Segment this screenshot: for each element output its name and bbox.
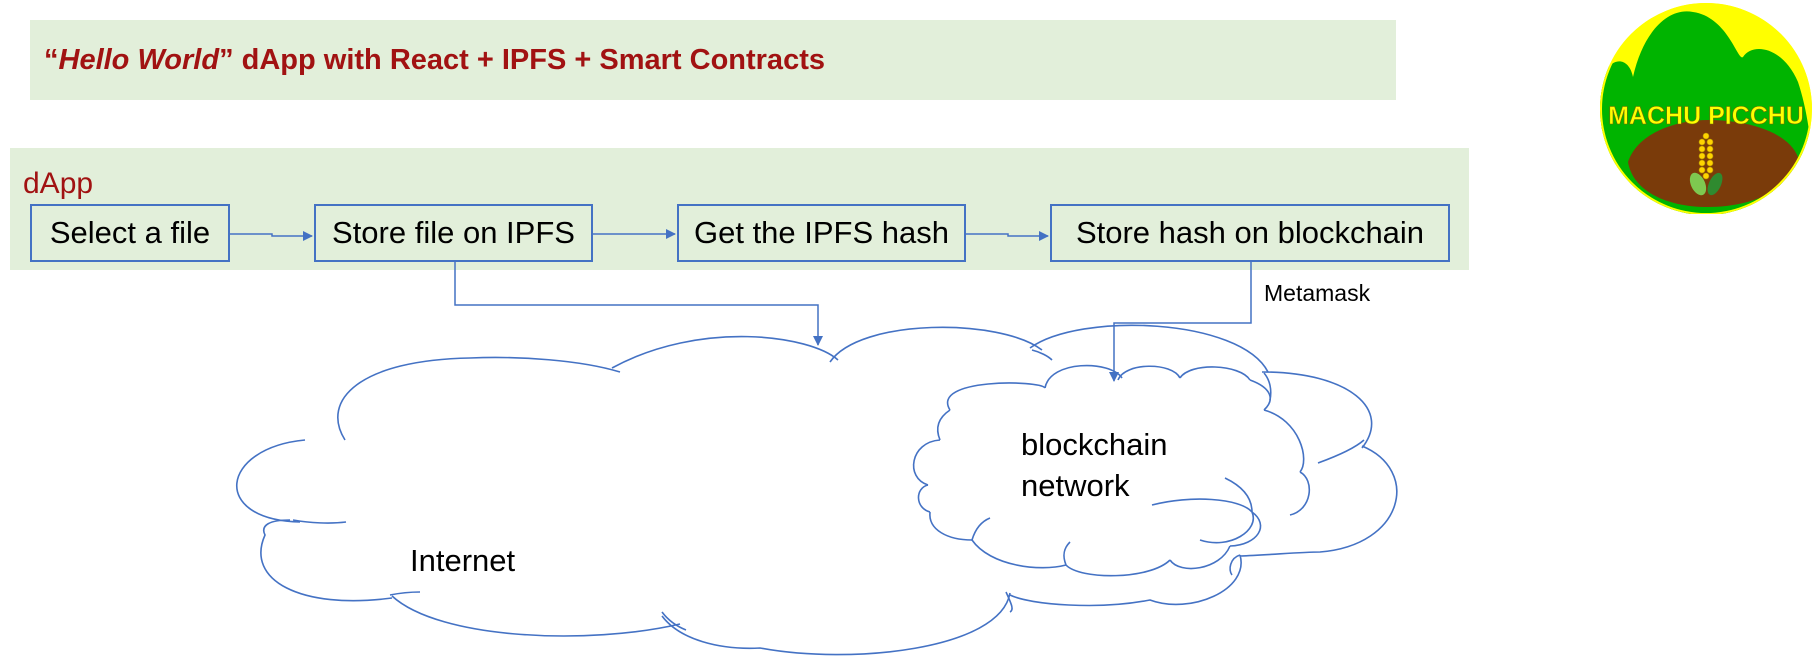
internet-cloud (236, 324, 1398, 656)
corn-icon (1689, 132, 1723, 196)
blockchain-label-line1: blockchain (1021, 427, 1168, 462)
title-hello-world: Hello World (58, 44, 220, 76)
step-select-file: Select a file (30, 204, 230, 262)
title-rest: dApp with React + IPFS + Smart Contracts (233, 44, 825, 76)
blockchain-cloud (912, 364, 1311, 577)
step-store-file-ipfs-label: Store file on IPFS (332, 215, 575, 250)
title-open-quote: “ (44, 44, 59, 76)
internet-label: Internet (410, 543, 516, 578)
step-store-hash-blockchain-label: Store hash on blockchain (1075, 215, 1425, 250)
arrow-ipfs-to-internet (454, 262, 823, 346)
metamask-label: Metamask (1264, 280, 1371, 306)
slide-title: “Hello World” dApp with React + IPFS + S… (44, 20, 825, 100)
title-close-quote: ” (219, 44, 234, 76)
machu-picchu-logo: MACHU PICCHU (1600, 3, 1812, 214)
logo-text: MACHU PICCHU (1608, 102, 1804, 130)
step-store-file-ipfs: Store file on IPFS (314, 204, 593, 262)
arrow-select-to-store (230, 231, 313, 241)
step-store-hash-blockchain: Store hash on blockchain (1050, 204, 1450, 262)
title-banner: “Hello World” dApp with React + IPFS + S… (30, 20, 1396, 100)
step-select-file-label: Select a file (49, 215, 211, 250)
step-get-ipfs-hash: Get the IPFS hash (677, 204, 966, 262)
arrow-metamask-to-blockchain (1109, 262, 1252, 382)
arrow-hash-to-blockchain (966, 231, 1049, 241)
blockchain-label-line2: network (1021, 468, 1130, 503)
step-get-ipfs-hash-label: Get the IPFS hash (693, 215, 950, 250)
dapp-label: dApp (23, 167, 94, 200)
